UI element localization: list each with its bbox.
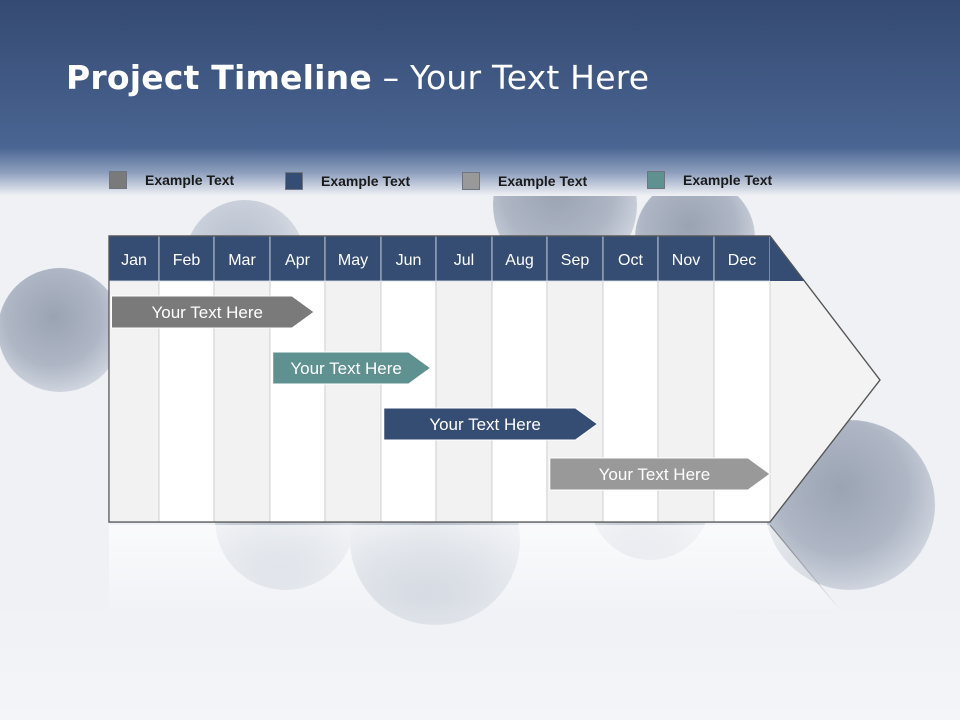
month-label: Aug [505, 252, 533, 269]
task-bar-label: Your Text Here [151, 303, 263, 322]
title-rest: – Your Text Here [371, 58, 650, 97]
legend-item: Example Text [285, 172, 410, 190]
legend-swatch [647, 171, 665, 189]
task-bar-label: Your Text Here [599, 465, 711, 484]
legend-label: Example Text [145, 172, 235, 188]
legend-label: Example Text [321, 173, 411, 189]
page-title: Project Timeline – Your Text Here [66, 58, 649, 97]
legend-swatch [462, 172, 480, 190]
month-header-cell [657, 235, 715, 282]
month-label: May [338, 252, 368, 269]
month-header-cell [269, 235, 326, 282]
month-label: Feb [173, 252, 201, 269]
month-header-cell [158, 235, 215, 282]
legend-item: Example Text [647, 171, 772, 189]
month-header-cell [324, 235, 382, 282]
month-column [491, 280, 548, 523]
timeline-arrow-outline [108, 235, 881, 523]
month-label: Apr [285, 252, 311, 269]
month-label: Sep [561, 252, 590, 269]
timeline-reflection [108, 524, 841, 625]
month-label: Nov [672, 252, 700, 269]
legend-swatch [109, 171, 127, 189]
legend-item: Example Text [462, 172, 587, 190]
task-bar[interactable] [272, 351, 432, 385]
task-bar[interactable] [383, 407, 599, 441]
month-column [380, 280, 437, 523]
month-header-cell [108, 235, 160, 282]
task-bar-label: Your Text Here [290, 359, 402, 378]
month-label: Dec [728, 252, 756, 269]
month-header-cell [435, 235, 493, 282]
task-bar[interactable] [549, 457, 771, 491]
month-label: Jun [396, 252, 422, 269]
month-label: Mar [228, 252, 256, 269]
task-bar[interactable] [111, 295, 315, 329]
month-column [324, 280, 382, 523]
legend-label: Example Text [683, 172, 773, 188]
task-bar-label: Your Text Here [429, 415, 541, 434]
legend-swatch [285, 172, 303, 190]
month-column [435, 280, 493, 523]
month-label: Jul [454, 252, 474, 269]
legend-label: Example Text [498, 173, 588, 189]
month-header-cell [713, 235, 771, 282]
title-bold: Project Timeline [66, 58, 372, 97]
month-label: Oct [618, 252, 643, 269]
month-header: Jan Feb Mar Apr May Jun Jul Aug Sep Oct Nov Dec [108, 235, 804, 282]
month-label: Jan [121, 252, 147, 269]
month-header-cell [213, 235, 271, 282]
legend-item: Example Text [109, 171, 234, 189]
